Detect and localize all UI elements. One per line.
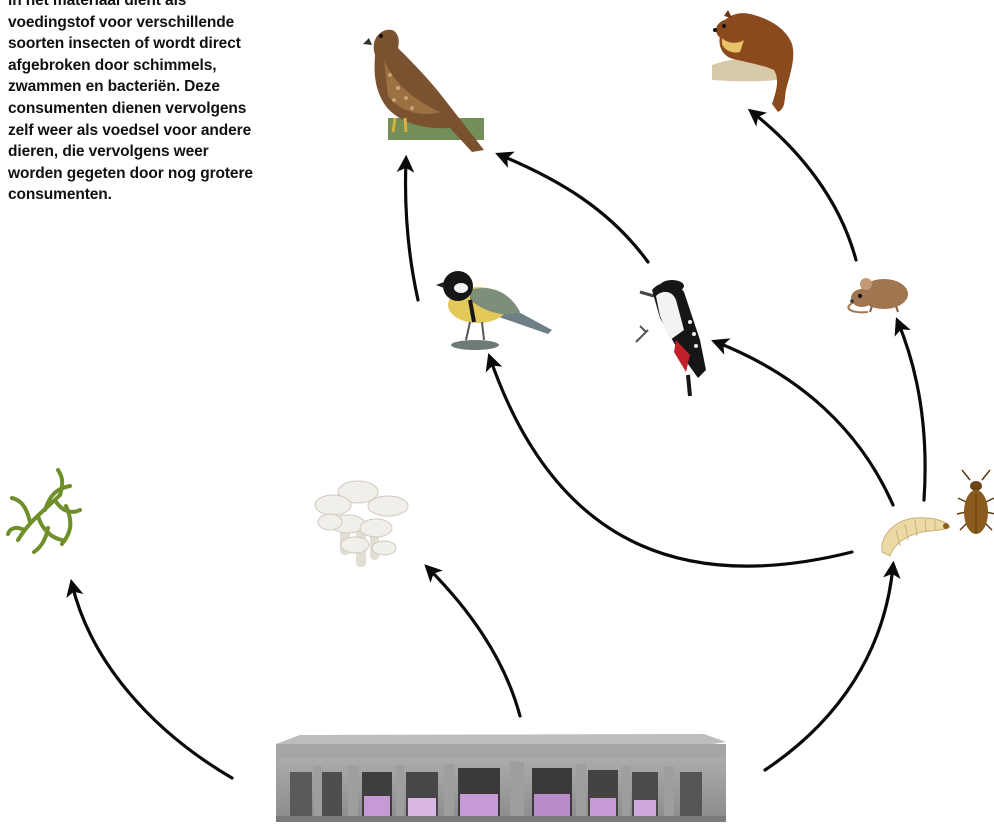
arrow-woodpecker-to-buzzard — [495, 151, 650, 264]
moss-icon — [6, 468, 82, 554]
description-text: in het materiaal dient als voedingstof v… — [8, 0, 253, 204]
arrows — [66, 108, 927, 780]
marten-icon — [712, 10, 794, 112]
larva-icon — [881, 517, 951, 557]
building-icon — [276, 734, 726, 822]
arrow-great-tit-to-buzzard — [396, 154, 420, 302]
beetle-icon — [956, 469, 994, 534]
arrow-mouse-to-marten — [747, 108, 858, 262]
mushroom-icon — [314, 480, 409, 567]
arrow-building-to-moss — [66, 578, 234, 780]
arrow-building-to-larva — [763, 560, 901, 772]
arrow-larva-to-mouse — [894, 317, 927, 502]
arrow-building-to-mushrooms — [424, 564, 522, 718]
woodpecker-icon — [635, 280, 706, 397]
great-tit-icon — [436, 271, 552, 350]
arrow-larva-to-woodpecker — [711, 338, 895, 507]
mouse-icon — [847, 278, 908, 314]
arrow-larva-to-great-tit — [485, 353, 854, 568]
buzzard-icon — [363, 29, 484, 153]
